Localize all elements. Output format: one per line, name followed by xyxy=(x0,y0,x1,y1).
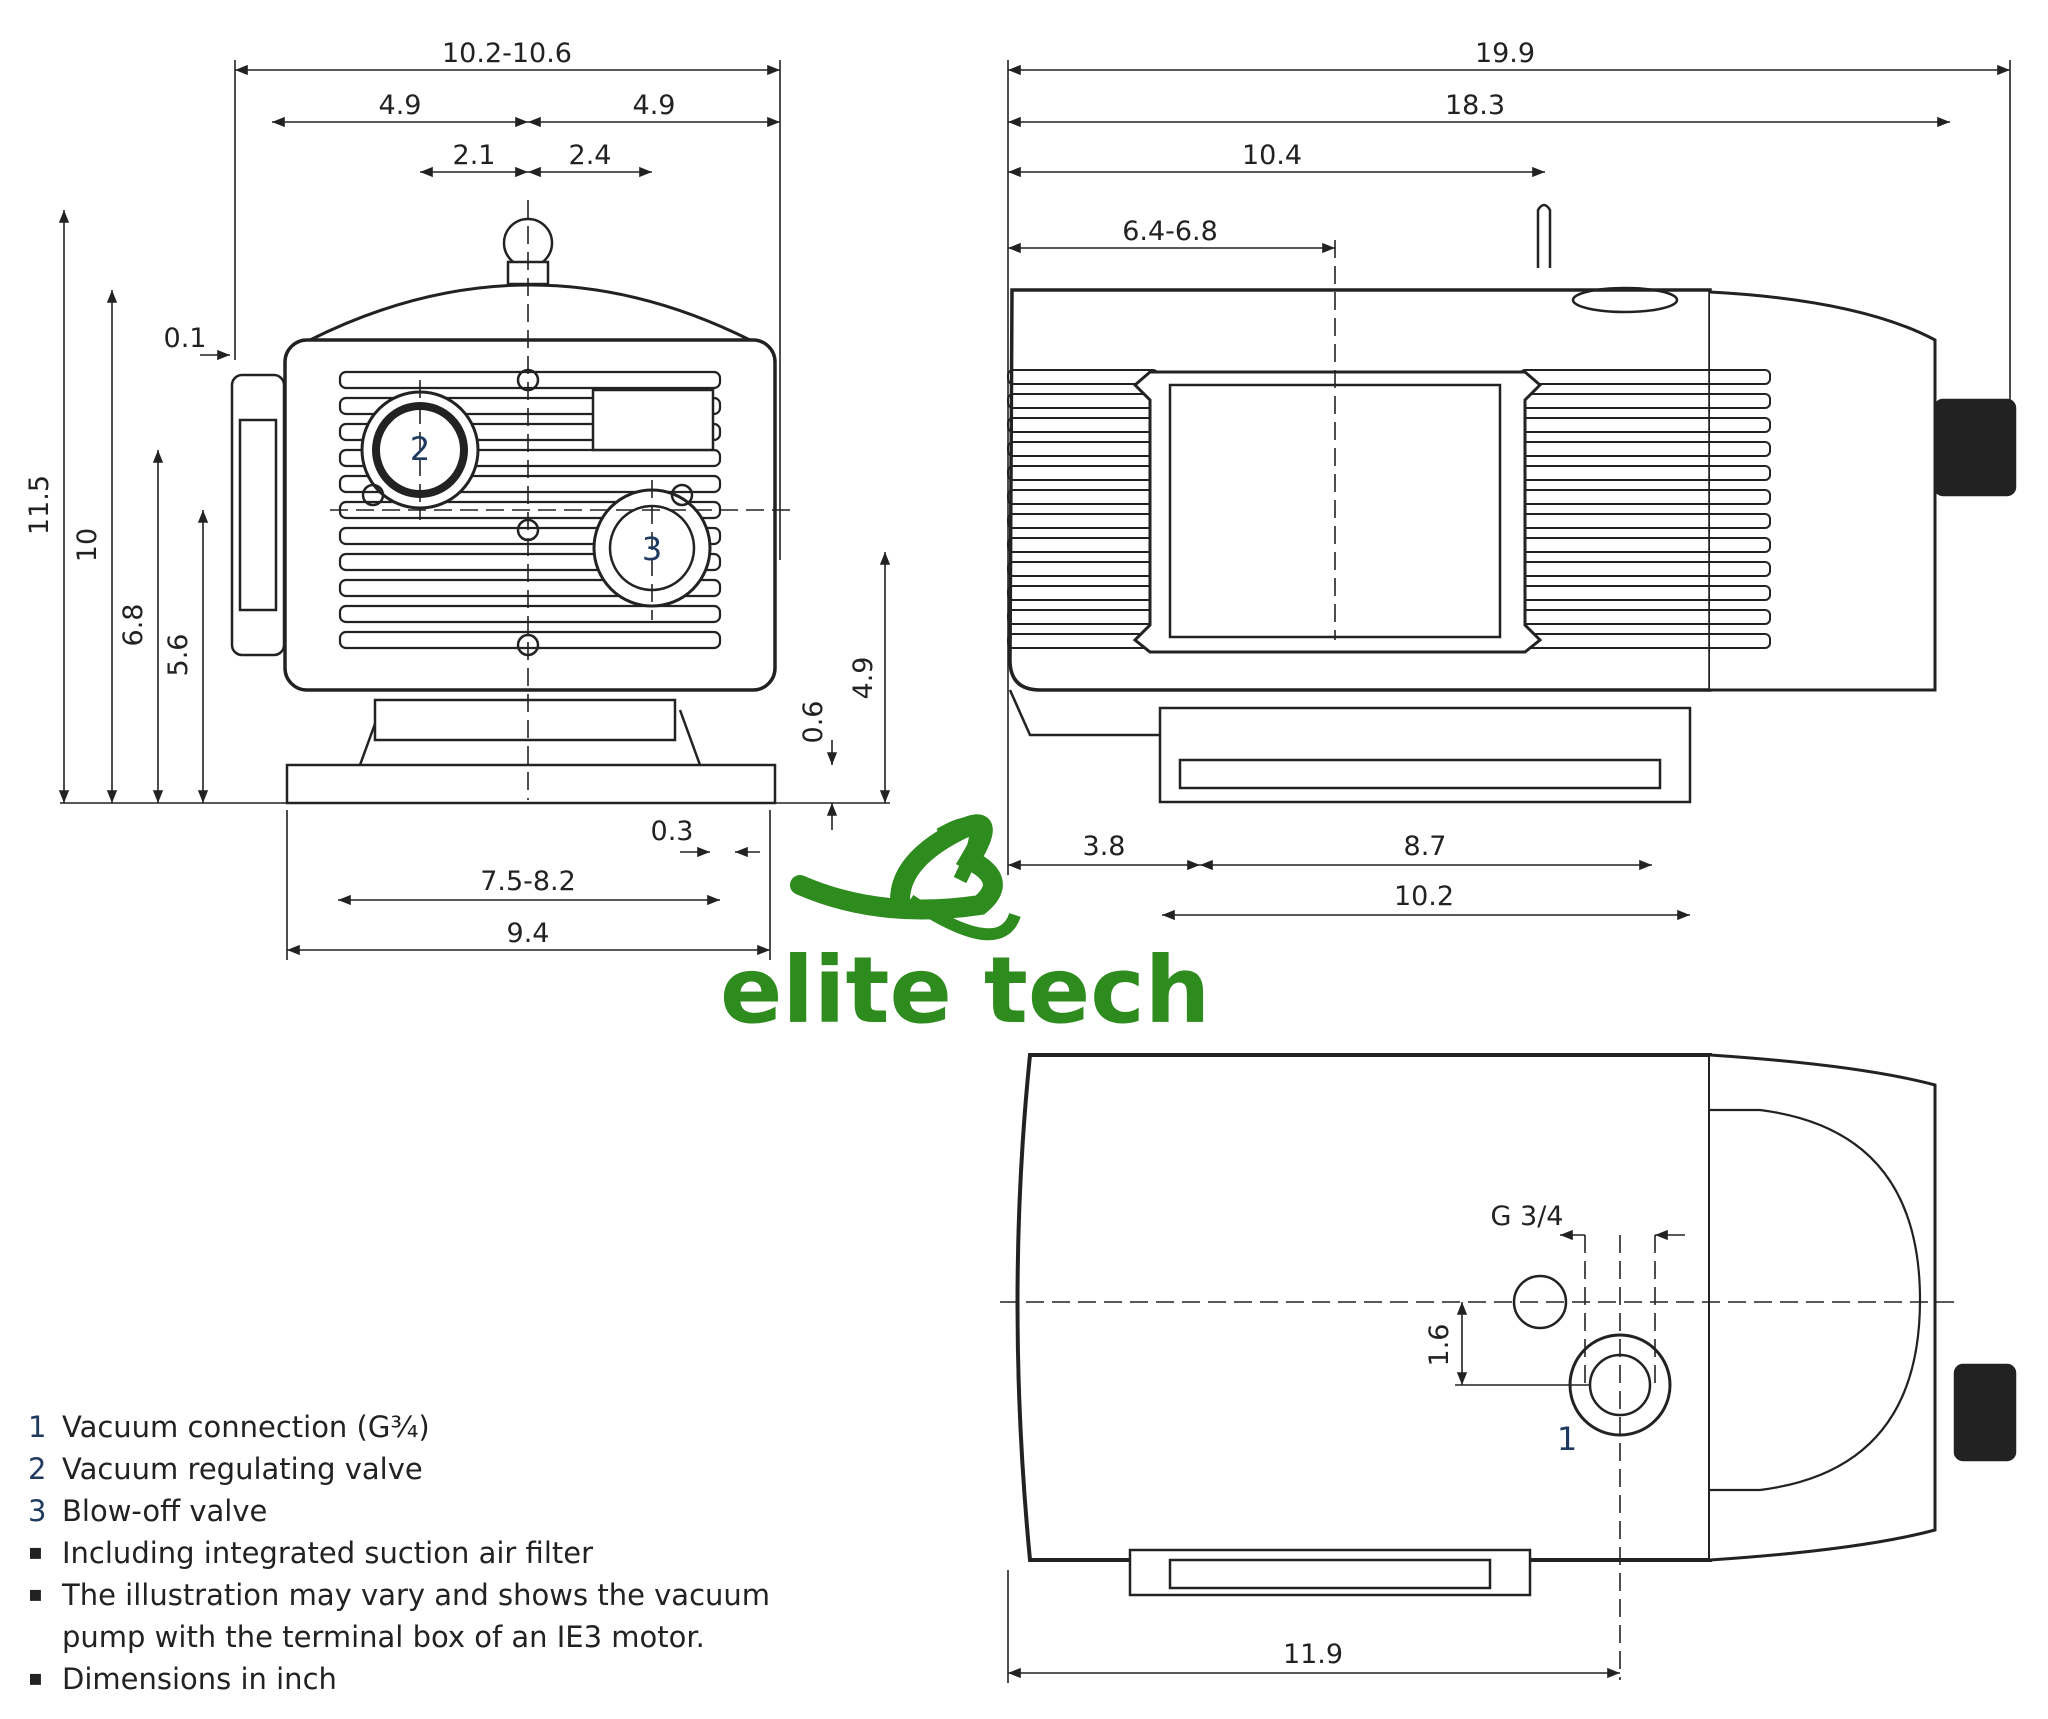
legend-item-3: 3 Blow-off valve xyxy=(28,1490,788,1532)
dim-front-height-valve2: 6.8 xyxy=(118,604,149,647)
dim-side-overall-length: 19.9 xyxy=(1475,38,1535,69)
dim-side-base-length: 10.2 xyxy=(1394,881,1454,912)
legend-marker: 3 xyxy=(28,1494,47,1528)
dim-side-window-center: 6.4-6.8 xyxy=(1122,216,1218,247)
dim-front-offset-right: 2.4 xyxy=(569,140,612,171)
dim-top-thread: G 3/4 xyxy=(1491,1201,1564,1232)
dim-front-height-body: 10 xyxy=(72,528,103,562)
front-view xyxy=(230,200,790,805)
legend-item-6: ▪ Dimensions in inch xyxy=(28,1658,788,1700)
legend-item-4: ▪ Including integrated suction air filte… xyxy=(28,1532,788,1574)
dim-front-height-total: 11.5 xyxy=(24,475,55,535)
callouts: 2 3 1 xyxy=(410,430,1577,1458)
legend-text: Including integrated suction air filter xyxy=(62,1536,594,1570)
dim-side-eyebolt: 10.4 xyxy=(1242,140,1302,171)
dim-front-base-width: 9.4 xyxy=(507,918,550,949)
legend-marker: 2 xyxy=(28,1452,47,1486)
dim-side-foot-offset: 3.8 xyxy=(1083,831,1126,862)
dimension-texts: 10.2-10.6 4.9 4.9 2.1 2.4 0.1 11.5 10 6.… xyxy=(24,38,1563,1670)
dim-front-height-right: 4.9 xyxy=(848,657,879,700)
legend-item-1: 1 Vacuum connection (G¾) xyxy=(28,1406,788,1448)
legend-item-2: 2 Vacuum regulating valve xyxy=(28,1448,788,1490)
dim-front-half-left: 4.9 xyxy=(379,90,422,121)
legend: 1 Vacuum connection (G¾) 2 Vacuum regula… xyxy=(28,1406,788,1700)
dim-front-hole-spacing: 7.5-8.2 xyxy=(480,866,576,897)
callout-3: 3 xyxy=(642,530,662,568)
logo-text: elite tech xyxy=(720,937,1210,1044)
side-view xyxy=(1007,203,2017,804)
elite-tech-logo: elite tech xyxy=(720,814,1210,1044)
callout-2: 2 xyxy=(410,430,430,468)
dim-front-foot-height: 0.6 xyxy=(798,701,829,744)
legend-bullet: ▪ xyxy=(28,1540,43,1565)
dim-front-height-axis: 5.6 xyxy=(163,634,194,677)
legend-text: Vacuum regulating valve xyxy=(62,1452,423,1486)
dim-side-hole-spacing: 8.7 xyxy=(1404,831,1447,862)
dim-top-offset: 1.6 xyxy=(1424,1324,1455,1367)
dim-side-body-length: 18.3 xyxy=(1445,90,1505,121)
callout-1: 1 xyxy=(1557,1420,1577,1458)
legend-text: The illustration may vary and shows the … xyxy=(62,1578,771,1654)
legend-item-5: ▪ The illustration may vary and shows th… xyxy=(28,1574,788,1658)
dimension-lines xyxy=(58,60,2011,1683)
legend-bullet: ▪ xyxy=(28,1582,43,1607)
legend-text: Vacuum connection (G¾) xyxy=(62,1410,430,1444)
dim-front-half-right: 4.9 xyxy=(633,90,676,121)
legend-text: Blow-off valve xyxy=(62,1494,268,1528)
dim-front-gap: 0.1 xyxy=(164,323,207,354)
legend-bullet: ▪ xyxy=(28,1666,43,1691)
legend-text: Dimensions in inch xyxy=(62,1662,337,1696)
dim-top-length: 11.9 xyxy=(1283,1639,1343,1670)
legend-marker: 1 xyxy=(28,1410,47,1444)
dim-front-foot-gap: 0.3 xyxy=(651,816,694,847)
dim-front-offset-left: 2.1 xyxy=(453,140,496,171)
dim-front-overall-width: 10.2-10.6 xyxy=(442,38,572,69)
top-view xyxy=(1000,1053,2017,1680)
